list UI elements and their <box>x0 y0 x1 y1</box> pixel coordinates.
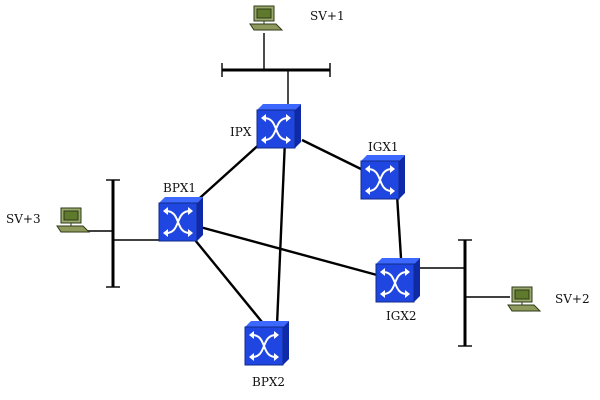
server-sv2[interactable]: SV+2 <box>507 286 590 312</box>
link-bpx1-bpx2 <box>194 239 263 323</box>
server-label: SV+1 <box>310 9 345 23</box>
node-label: BPX1 <box>163 181 196 195</box>
link-ipx-igx1 <box>301 138 364 172</box>
server-label: SV+2 <box>555 292 590 306</box>
link-igx1-igx2 <box>395 194 403 259</box>
link-ipx-bpx2 <box>275 139 287 326</box>
node-label: BPX2 <box>252 375 285 389</box>
switch-icon <box>360 154 406 200</box>
switch-icon <box>158 196 204 242</box>
node-igx1[interactable]: IGX1 <box>360 140 406 200</box>
trunk-links <box>191 131 403 326</box>
server-label: SV+3 <box>6 212 41 226</box>
segment-sv1 <box>221 33 331 104</box>
node-bpx1[interactable]: BPX1 <box>158 181 204 242</box>
workstation-icon <box>56 207 90 233</box>
server-sv1[interactable]: SV+1 <box>249 5 345 31</box>
switch-icon <box>256 103 302 149</box>
workstation-icon <box>507 286 541 312</box>
node-ipx[interactable]: IPX <box>230 103 302 149</box>
segment-sv2 <box>420 239 510 347</box>
node-label: IGX2 <box>386 309 417 323</box>
switch-icon <box>244 320 290 366</box>
workstation-icon <box>249 5 283 31</box>
switch-icon <box>375 257 421 303</box>
node-bpx2[interactable]: BPX2 <box>244 320 290 389</box>
server-sv3[interactable]: SV+3 <box>6 207 90 233</box>
link-bpx1-igx2 <box>199 225 378 277</box>
node-igx2[interactable]: IGX2 <box>375 257 421 323</box>
segment-sv3 <box>88 179 159 288</box>
node-label: IGX1 <box>368 140 399 154</box>
node-label: IPX <box>230 125 252 139</box>
